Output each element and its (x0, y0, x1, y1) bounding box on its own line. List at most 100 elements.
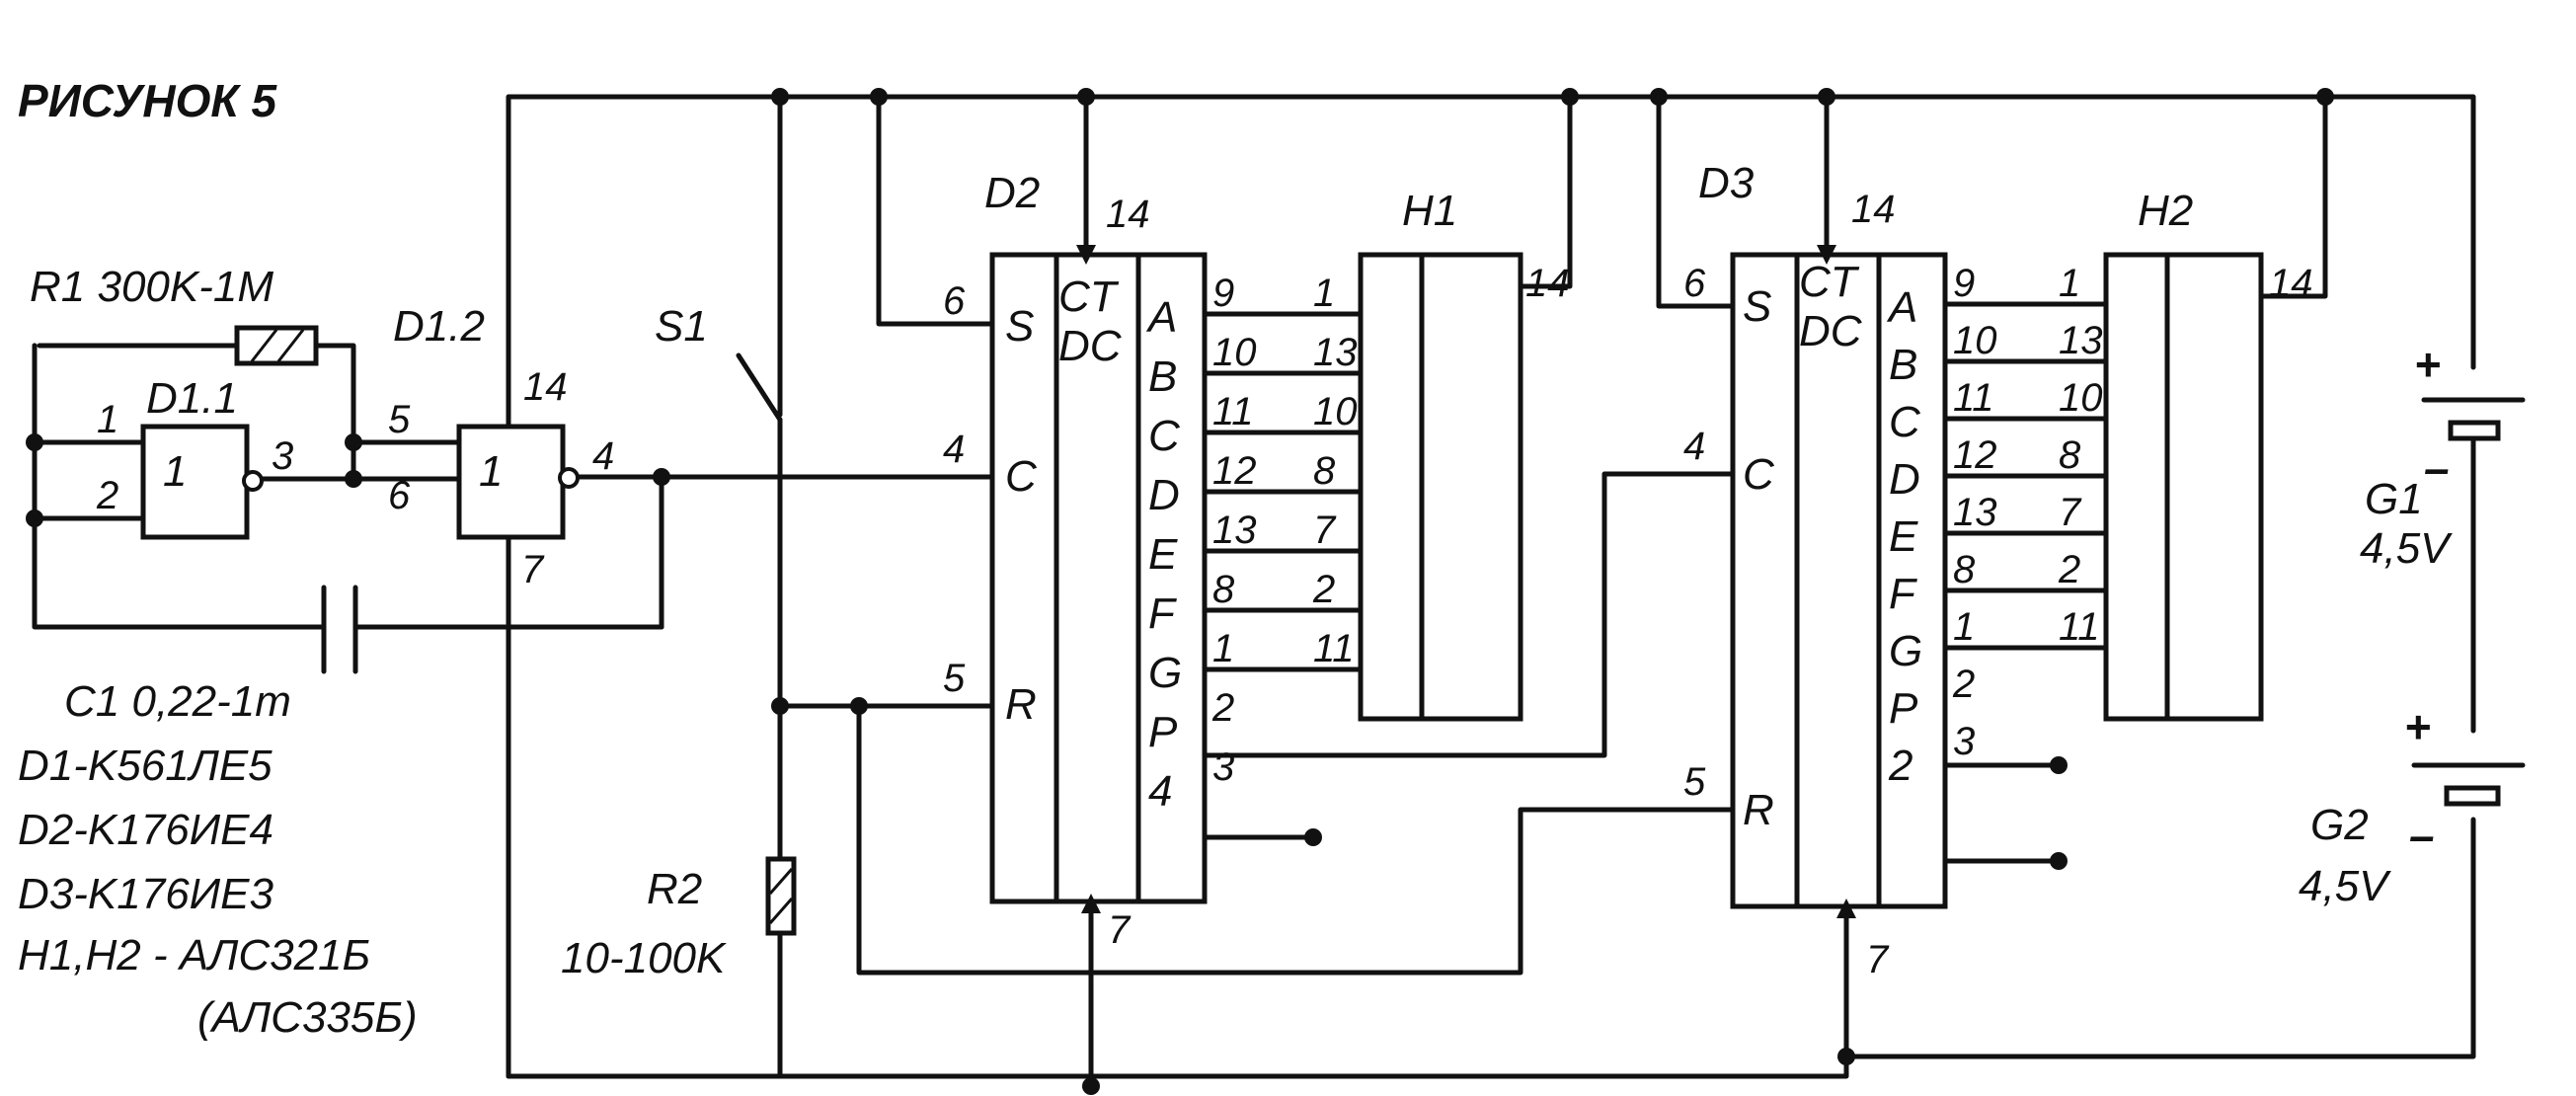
output-pin-7: 2 (1952, 663, 1975, 706)
output-pin-5: 8 (1953, 548, 1976, 591)
display-pin-1: 13 (1313, 331, 1358, 374)
output-label-0: A (1886, 283, 1917, 332)
h2-pin-14: 14 (2269, 262, 2313, 305)
h2-label: H2 (2138, 187, 2193, 235)
output-pin-2: 11 (1212, 390, 1254, 433)
display-pin-4: 7 (2059, 491, 2082, 534)
output-pin-8: 3 (1953, 720, 1975, 763)
output-pin-7: 2 (1211, 686, 1234, 730)
display-pin-3: 8 (2059, 433, 2081, 477)
s1-switch-lever (736, 352, 783, 423)
d3-in-s: S (1743, 282, 1771, 331)
display-pin-6: 11 (1313, 627, 1355, 670)
legend-line-1: D1-K561ЛЕ5 (18, 742, 273, 790)
output-pin-0: 9 (1953, 262, 1975, 305)
output-label-8: 2 (1888, 742, 1912, 790)
battery-g2 (2411, 762, 2526, 807)
output-pin-4: 13 (1212, 509, 1257, 552)
output-label-4: E (1889, 512, 1918, 561)
g1-plus: + (2414, 339, 2441, 390)
output-label-0: A (1145, 293, 1177, 342)
d11-label: D1.1 (146, 374, 238, 423)
d3-in-pin-s: 6 (1683, 262, 1706, 305)
display-pin-5: 2 (1312, 568, 1335, 611)
d12-pin-6: 6 (388, 474, 411, 517)
r1-label: R1 300K-1M (30, 263, 273, 311)
g2-voltage: 4,5V (2299, 862, 2391, 910)
output-label-2: C (1889, 398, 1921, 446)
d3-pin-14: 14 (1851, 188, 1896, 231)
d11-pin-2: 2 (96, 474, 118, 517)
display-pin-0: 1 (2059, 262, 2080, 305)
output-pin-6: 1 (1953, 605, 1975, 649)
legend-line-5: (АЛС335Б) (197, 993, 418, 1042)
output-pin-1: 10 (1212, 331, 1257, 374)
output-label-6: G (1148, 649, 1182, 697)
h1-pin-14: 14 (1525, 262, 1570, 305)
d2-pin-7: 7 (1108, 908, 1132, 952)
d2-in-r: R (1005, 680, 1037, 729)
d2-label: D2 (984, 169, 1040, 217)
d2-in-pin-c: 4 (943, 428, 965, 471)
d2-in-c: C (1005, 452, 1038, 501)
d11-gate (140, 424, 250, 540)
s1-label: S1 (655, 302, 708, 351)
h1-display (1358, 252, 1523, 722)
d11-pin-1: 1 (97, 398, 118, 441)
output-label-1: B (1889, 341, 1917, 389)
output-label-4: E (1148, 530, 1178, 579)
h1-label: H1 (1402, 187, 1457, 235)
g2-minus: – (2409, 810, 2435, 861)
display-pin-1: 13 (2059, 319, 2103, 362)
d3-pin-7: 7 (1866, 938, 1890, 981)
g2-label: G2 (2310, 801, 2369, 849)
display-pin-0: 1 (1313, 272, 1335, 315)
g1-minus: – (2424, 442, 2450, 494)
g1-voltage: 4,5V (2360, 524, 2453, 573)
output-pin-5: 8 (1212, 568, 1235, 611)
display-pin-3: 8 (1313, 449, 1336, 493)
output-pin-4: 13 (1953, 491, 1997, 534)
d12-pin-7: 7 (521, 548, 545, 591)
output-label-7: P (1889, 684, 1918, 733)
d3-func-ct: CT (1799, 258, 1860, 306)
h2-display (2103, 252, 2264, 722)
g1-label: G1 (2365, 475, 2423, 523)
output-pin-2: 11 (1953, 376, 1994, 420)
output-label-3: D (1148, 471, 1180, 519)
d3-func-dc: DC (1799, 307, 1863, 355)
output-label-5: F (1148, 589, 1177, 638)
d12-pin-14: 14 (523, 365, 568, 409)
legend-line-0: C1 0,22-1m (64, 677, 291, 726)
output-label-2: C (1148, 412, 1181, 460)
output-pin-3: 12 (1212, 449, 1257, 493)
d3-in-c: C (1743, 450, 1775, 499)
r2-value: 10-100K (561, 934, 727, 982)
d12-gate (456, 424, 566, 540)
d2-in-pin-r: 5 (943, 657, 966, 700)
output-pin-0: 9 (1212, 272, 1234, 315)
d3-in-pin-r: 5 (1683, 760, 1706, 804)
r2-label: R2 (647, 865, 702, 913)
d2-in-s: S (1005, 302, 1034, 351)
display-pin-2: 10 (2059, 376, 2103, 420)
output-label-3: D (1889, 455, 1920, 504)
battery-g1 (2421, 397, 2526, 441)
d2-wiring (659, 88, 1736, 1095)
output-label-7: P (1148, 708, 1178, 756)
display-pin-4: 7 (1313, 509, 1337, 552)
d2-counter (989, 245, 1208, 913)
output-label-6: G (1889, 627, 1922, 675)
output-pin-6: 1 (1212, 627, 1234, 670)
display-pin-2: 10 (1313, 390, 1358, 433)
g2-plus: + (2404, 701, 2431, 752)
d12-pin-5: 5 (388, 398, 411, 441)
parts-legend: C1 0,22-1mD1-K561ЛЕ5D2-K176ИЕ4D3-K176ИЕ3… (18, 677, 418, 1042)
legend-line-3: D3-K176ИЕ3 (18, 870, 273, 918)
output-pin-3: 12 (1953, 433, 1997, 477)
legend-line-4: H1,H2 - АЛС321Б (18, 931, 370, 979)
d11-symbol: 1 (163, 447, 187, 496)
figure-title: РИСУНОК 5 (18, 75, 277, 126)
d3-in-pin-c: 4 (1683, 425, 1705, 468)
